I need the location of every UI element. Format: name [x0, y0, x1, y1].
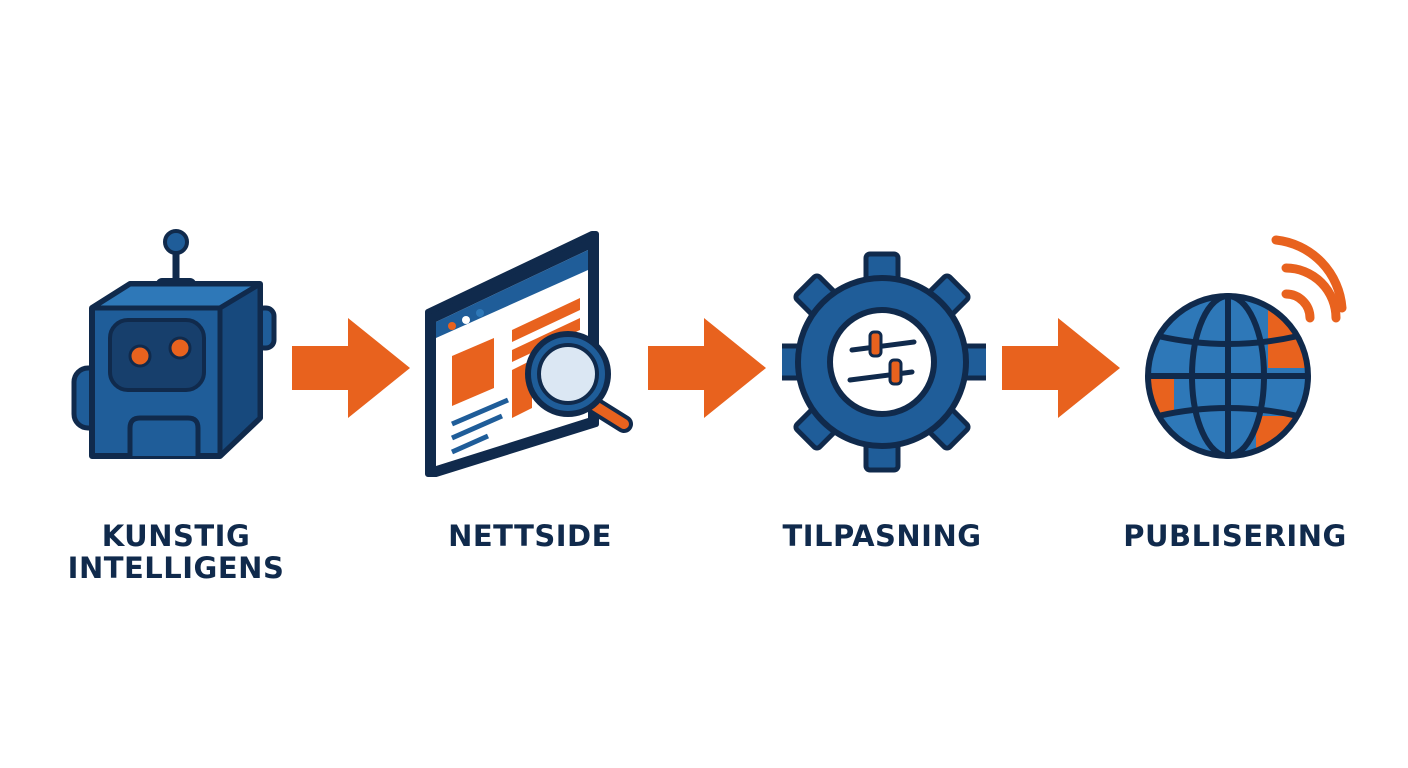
robot-icon — [71, 229, 277, 459]
step-label-publisering: PUBLISERING — [1110, 520, 1360, 552]
label-line: NETTSIDE — [448, 519, 612, 553]
globe-broadcast-icon — [1145, 235, 1347, 459]
arrow-right-icon — [292, 318, 410, 418]
label-line: PUBLISERING — [1123, 519, 1347, 553]
gear-sliders-icon — [782, 251, 986, 473]
step-label-nettside: NETTSIDE — [410, 520, 650, 552]
step-label-tilpasning: TILPASNING — [762, 520, 1002, 552]
label-line: KUNSTIG — [101, 519, 251, 553]
arrow-right-icon — [1002, 318, 1120, 418]
label-line: TILPASNING — [782, 519, 982, 553]
arrow-right-icon — [648, 318, 766, 418]
webpage-search-icon — [425, 231, 633, 477]
step-label-kunstig-intelligens: KUNSTIG INTELLIGENS — [56, 520, 296, 584]
label-line: INTELLIGENS — [67, 551, 285, 585]
